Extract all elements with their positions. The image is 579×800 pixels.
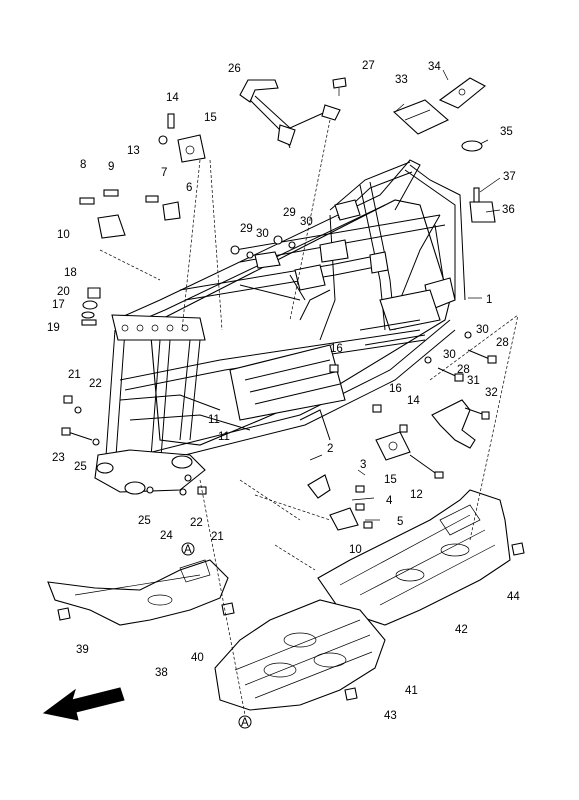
bolt-14-13 bbox=[158, 113, 175, 145]
callout-9: 9 bbox=[108, 161, 114, 173]
callout-34: 34 bbox=[428, 61, 441, 73]
callout-10-upper: 10 bbox=[57, 229, 70, 241]
callout-39: 39 bbox=[76, 644, 89, 656]
callout-22-a: 22 bbox=[89, 378, 102, 390]
leader-lines bbox=[99, 69, 519, 716]
skid-plate-38 bbox=[47, 559, 229, 626]
callout-26: 26 bbox=[228, 63, 241, 75]
callout-8: 8 bbox=[80, 159, 86, 171]
callout-17: 17 bbox=[52, 299, 65, 311]
callout-15-lower: 15 bbox=[384, 474, 397, 486]
callout-1: 1 bbox=[486, 294, 492, 306]
callout-3: 3 bbox=[360, 459, 366, 471]
callout-16-a: 16 bbox=[330, 343, 343, 355]
callout-42: 42 bbox=[455, 624, 468, 636]
front-direction-arrow-icon bbox=[42, 687, 125, 721]
callout-41: 41 bbox=[405, 685, 418, 697]
callout-25-a: 25 bbox=[74, 461, 87, 473]
rivets-39-40-43-44 bbox=[57, 542, 525, 701]
callout-33: 33 bbox=[395, 74, 408, 86]
bolt-16 bbox=[329, 364, 382, 413]
callout-27: 27 bbox=[362, 60, 375, 72]
callout-32: 32 bbox=[485, 387, 498, 399]
callout-25-b: 25 bbox=[138, 515, 151, 527]
callout-4: 4 bbox=[386, 495, 393, 507]
callout-40: 40 bbox=[191, 652, 204, 664]
callout-11-b: 11 bbox=[218, 431, 230, 443]
callout-10-lower: 10 bbox=[349, 544, 362, 556]
skid-plate-42 bbox=[317, 489, 511, 626]
callout-38: 38 bbox=[155, 667, 168, 679]
callout-18: 18 bbox=[64, 267, 77, 279]
cap-27 bbox=[332, 77, 347, 96]
callout-2: 2 bbox=[327, 443, 333, 455]
ring-35 bbox=[461, 140, 483, 152]
reference-mark-a-lower-label: A bbox=[241, 717, 249, 729]
bracket-36-37 bbox=[469, 187, 496, 223]
reference-mark-a-upper-label: A bbox=[184, 544, 192, 556]
bolts-28-30 bbox=[424, 331, 497, 382]
reference-mark-a-lower: A bbox=[238, 715, 252, 729]
parts-6-10 bbox=[79, 189, 181, 239]
callout-35: 35 bbox=[500, 126, 513, 138]
callout-11-a: 11 bbox=[208, 414, 220, 426]
tool-34 bbox=[438, 77, 486, 109]
callout-23: 23 bbox=[52, 452, 65, 464]
callout-30-b: 30 bbox=[300, 216, 313, 228]
fasteners-21-25 bbox=[61, 395, 207, 496]
callout-29-b: 29 bbox=[283, 207, 296, 219]
callout-12: 12 bbox=[410, 489, 423, 501]
reference-mark-a-upper: A bbox=[181, 542, 195, 556]
callout-13: 13 bbox=[127, 145, 140, 157]
callout-30-d: 30 bbox=[443, 349, 456, 361]
callout-15-upper: 15 bbox=[204, 112, 217, 124]
washers-29-30 bbox=[230, 235, 296, 259]
callout-14-upper: 14 bbox=[166, 92, 179, 104]
callout-28-a: 28 bbox=[496, 337, 509, 349]
callout-21-b: 21 bbox=[211, 531, 224, 543]
callout-37: 37 bbox=[503, 171, 516, 183]
callout-28-b: 28 bbox=[457, 364, 470, 376]
callout-31: 31 bbox=[467, 375, 480, 387]
callout-21-a: 21 bbox=[68, 369, 81, 381]
brackets-2-10 bbox=[307, 474, 373, 531]
bracket-31-32 bbox=[431, 399, 490, 449]
clamp-15-upper bbox=[177, 134, 206, 163]
clamp-15-lower bbox=[375, 424, 444, 479]
callout-30-c: 30 bbox=[476, 324, 489, 336]
bag-33 bbox=[392, 99, 449, 135]
callout-22-b: 22 bbox=[190, 517, 203, 529]
callout-20: 20 bbox=[57, 286, 70, 298]
callout-labels: 1 2 3 4 5 6 7 8 9 10 10 11 11 12 13 14 1… bbox=[47, 60, 520, 722]
callout-43: 43 bbox=[384, 710, 397, 722]
callout-16-b: 16 bbox=[389, 383, 402, 395]
parts-17-20 bbox=[81, 287, 101, 326]
callout-6: 6 bbox=[186, 182, 192, 194]
callout-29-a: 29 bbox=[240, 223, 253, 235]
callout-24: 24 bbox=[160, 530, 173, 542]
callout-5: 5 bbox=[397, 516, 403, 528]
callout-14-lower: 14 bbox=[407, 395, 420, 407]
callout-30-a: 30 bbox=[256, 228, 269, 240]
main-frame bbox=[94, 159, 466, 495]
callout-44: 44 bbox=[507, 591, 520, 603]
callout-36: 36 bbox=[502, 204, 515, 216]
skid-plate-41 bbox=[214, 599, 386, 711]
handle-26 bbox=[239, 79, 341, 149]
callout-19: 19 bbox=[47, 322, 60, 334]
callout-7: 7 bbox=[161, 167, 167, 179]
